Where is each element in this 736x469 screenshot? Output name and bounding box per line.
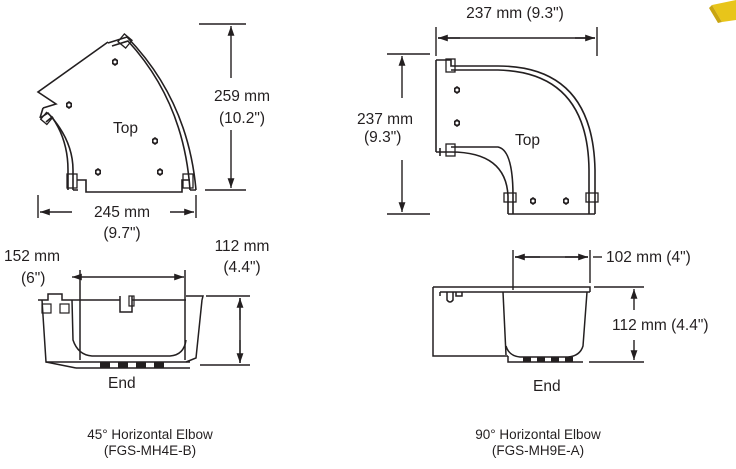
elbow-45-end-view: [38, 270, 204, 369]
elbow-90-end-label: End: [533, 378, 561, 395]
elbow-45-end-dimension-lines: [72, 273, 250, 366]
elbow-45-height-mm: 259 mm: [214, 88, 270, 105]
elbow-45-end-height-mm: 112 mm: [214, 238, 270, 255]
elbow-45-bolt-holes: [66, 58, 163, 176]
elbow-45-width-in: (9.7"): [103, 225, 141, 242]
elbow-90-caption-title: 90° Horizontal Elbow: [475, 427, 601, 442]
elbow-45-height-in: (10.2"): [219, 110, 265, 127]
elbow-45-dimension-lines: [37, 23, 246, 218]
elbow-90-end-feet: [523, 357, 573, 362]
elbow-45-caption-title: 45° Horizontal Elbow: [87, 427, 213, 442]
elbow-90-end-view: [432, 286, 591, 363]
elbow-90-end-width-label: 102 mm (4"): [606, 249, 691, 266]
elbow-45-end-height-in: (4.4"): [223, 259, 261, 276]
elbow-45-end-label: End: [108, 375, 136, 392]
elbow-90-caption-part: (FGS-MH9E-A): [491, 443, 585, 458]
elbow-90-dimension-lines: [387, 27, 598, 215]
elbow-45-width-mm: 245 mm: [94, 204, 150, 221]
elbow-90-height-in: (9.3"): [364, 129, 402, 146]
elbow-90-top-label: Top: [515, 132, 540, 149]
elbow-45-top-view: [36, 33, 197, 193]
elbow-90-bolt-holes: [454, 86, 569, 205]
product-photo-fragment: [709, 0, 736, 23]
elbow-45-end-width-in: (6"): [21, 270, 46, 287]
elbow-90-end-dimension-lines: [512, 250, 644, 363]
elbow-90-top-view: [435, 58, 599, 215]
elbow-90-bolt-holes-inner: [455, 88, 568, 203]
elbow-90-height-mm: 237 mm: [357, 111, 413, 128]
elbow-90-width-label: 237 mm (9.3"): [466, 5, 564, 22]
elbow-45-top-label: Top: [113, 120, 138, 137]
elbow-45-caption-part: (FGS-MH4E-B): [103, 443, 197, 458]
elbow-45-end-width-mm: 152 mm: [4, 248, 60, 265]
elbow-45-end-feet: [100, 362, 164, 368]
elbow-45-bolt-holes-inner: [67, 60, 162, 174]
elbow-90-end-height-label: 112 mm (4.4"): [612, 317, 709, 334]
